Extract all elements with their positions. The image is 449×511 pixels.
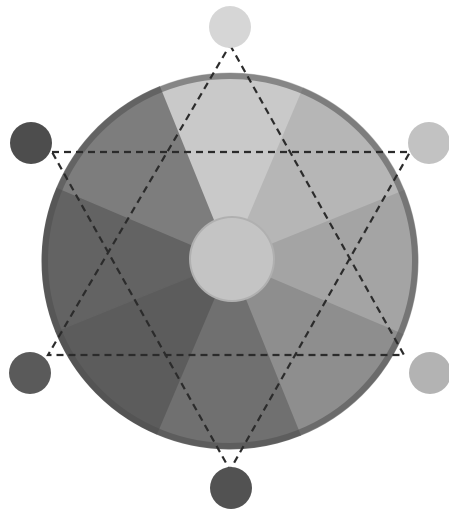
wheel-hub xyxy=(190,217,274,301)
node-bottom xyxy=(210,467,252,509)
node-upper-right xyxy=(408,122,449,164)
node-upper-left xyxy=(10,122,52,164)
node-lower-right xyxy=(409,352,449,394)
node-top xyxy=(209,6,251,48)
node-lower-left xyxy=(9,352,51,394)
